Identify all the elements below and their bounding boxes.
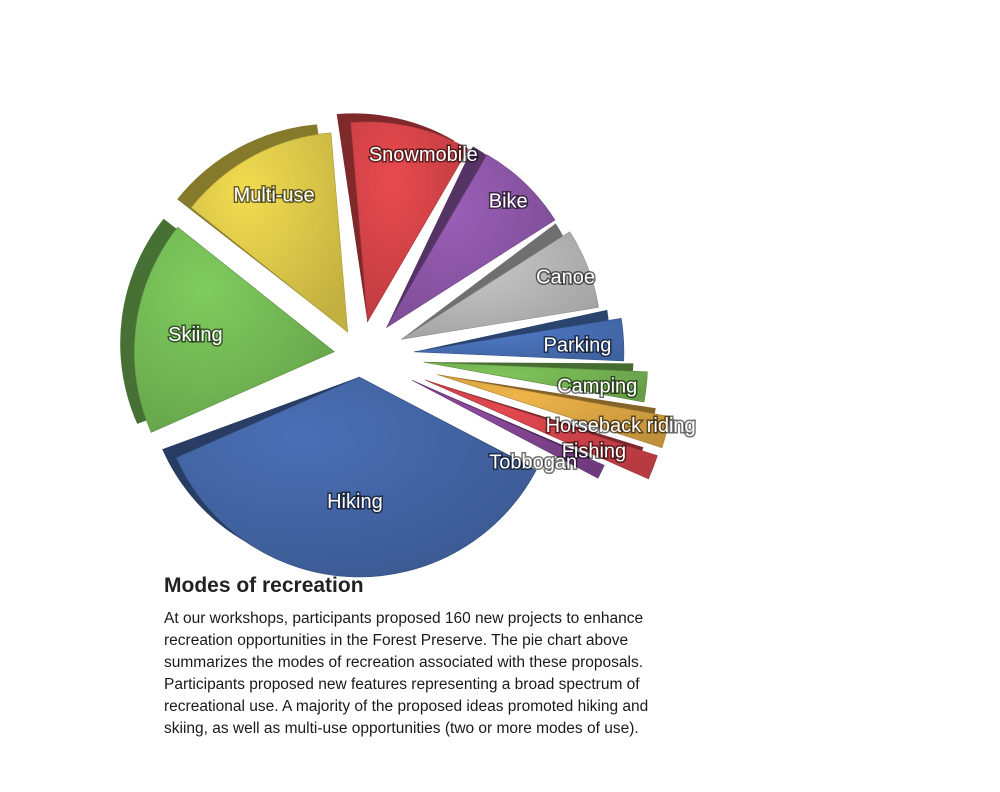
pie-label-horseback-riding: Horseback riding bbox=[546, 415, 696, 437]
pie-slice-bike bbox=[386, 154, 556, 328]
pie-chart: Hiking Skiing Multi-use SnowmobileBikeCanoe… bbox=[120, 113, 698, 578]
pie-slice-tobbogan bbox=[412, 380, 605, 479]
pie-slice-parking bbox=[413, 317, 625, 362]
caption-line: Participants proposed new features repre… bbox=[164, 676, 640, 693]
caption-block: Modes of recreation At our workshops, pa… bbox=[164, 574, 744, 740]
pie-slice-hiking bbox=[175, 376, 537, 578]
pie-label-snowmobile: Snowmobile bbox=[369, 144, 478, 166]
caption-title: Modes of recreation bbox=[164, 574, 364, 597]
pie-label-skiing: Skiing bbox=[168, 324, 222, 346]
caption-body: At our workshops, participants proposed … bbox=[164, 608, 744, 740]
pie-label-canoe: Canoe bbox=[536, 267, 595, 289]
pie-slice-multi-use bbox=[190, 132, 349, 333]
pie-slice-snowmobile bbox=[350, 121, 469, 323]
pie-slice-horseback-riding bbox=[437, 374, 671, 449]
caption-line: summarizes the modes of recreation assoc… bbox=[164, 654, 644, 671]
pie-slice-canoe bbox=[400, 231, 599, 340]
pie-slices bbox=[120, 113, 671, 578]
pie-slice-fishing bbox=[425, 379, 658, 480]
pie-label-bike: Bike bbox=[489, 191, 528, 213]
pie-labels: Hiking Skiing Multi-use SnowmobileBikeCanoe… bbox=[167, 143, 698, 515]
pie-slice-skiing bbox=[133, 226, 335, 433]
pie-label-tobbogan: Tobbogan bbox=[489, 451, 577, 473]
pie-label-multi-use: Multi-use bbox=[234, 185, 315, 207]
caption-line: skiing, as well as multi-use opportuniti… bbox=[164, 720, 639, 737]
pie-label-fishing: Fishing bbox=[562, 441, 626, 463]
caption-line: recreational use. A majority of the prop… bbox=[164, 698, 649, 715]
pie-label-hiking: Hiking bbox=[327, 491, 383, 513]
caption-line: At our workshops, participants proposed … bbox=[164, 610, 644, 627]
pie-label-parking: Parking bbox=[544, 334, 612, 356]
caption-line: recreation opportunities in the Forest P… bbox=[164, 632, 629, 649]
pie-label-camping: Camping bbox=[557, 376, 637, 398]
pie-slice-camping bbox=[423, 361, 648, 403]
